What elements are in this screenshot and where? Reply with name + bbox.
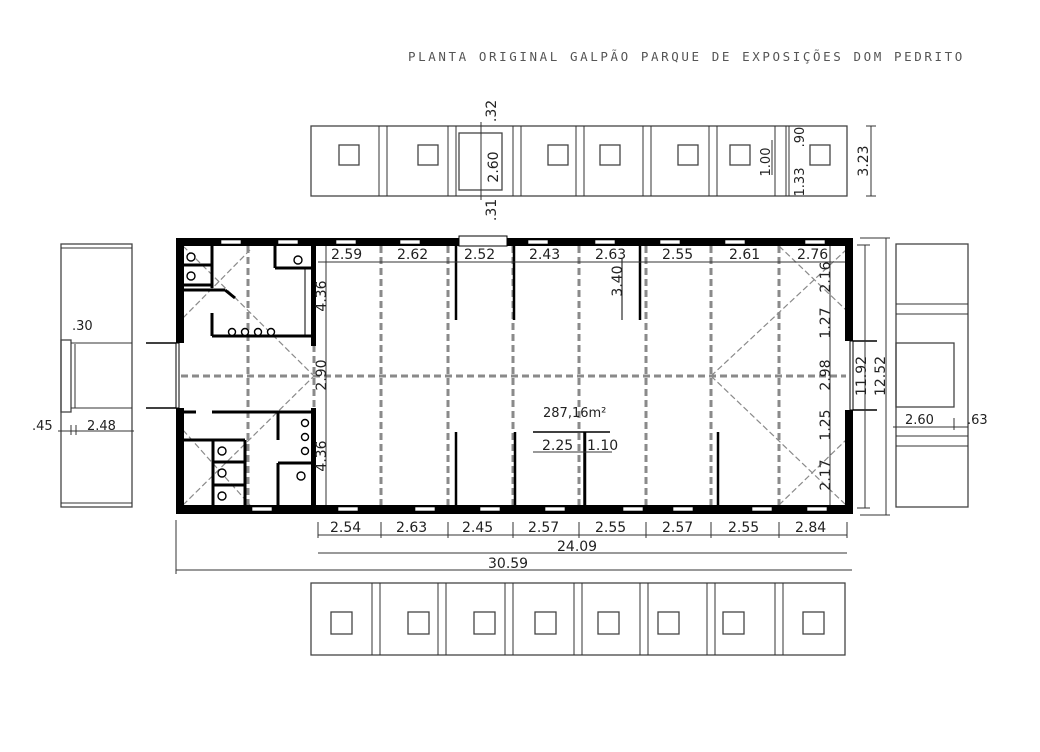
top-dim-1: 2.59 [331, 247, 362, 263]
dim-31: .31 [484, 199, 500, 221]
dim-63: .63 [967, 413, 988, 428]
bottom-dim-8: 2.84 [795, 520, 826, 536]
bottom-dim-5: 2.55 [595, 520, 626, 536]
bottom-dim-3: 2.45 [462, 520, 493, 536]
top-dim-4: 2.43 [529, 247, 560, 263]
dim-1-00: 1.00 [759, 148, 774, 177]
partition-dim: 3.40 [610, 265, 626, 296]
top-dim-8: 2.76 [797, 247, 828, 263]
total-outer-dim: 30.59 [488, 556, 528, 572]
bottom-dim-6: 2.57 [662, 520, 693, 536]
right-dim-1: 2.16 [818, 261, 834, 292]
right-dim-5: 2.17 [818, 459, 834, 490]
bottom-dim-7: 2.55 [728, 520, 759, 536]
area-label: 287,16m² [543, 406, 606, 421]
dim-32: .32 [484, 100, 500, 122]
bottom-elevation [310, 582, 846, 656]
dim-90: .90 [793, 127, 808, 148]
floor-plan: 2.59 2.62 2.52 2.43 2.63 2.55 2.61 2.76 … [175, 235, 890, 574]
dim-2-48: 2.48 [87, 419, 116, 434]
dim-3-23: 3.23 [856, 145, 872, 176]
total-inner-dim: 24.09 [557, 539, 597, 555]
dim-30: .30 [72, 319, 93, 334]
right-dim-2: 1.27 [818, 307, 834, 338]
top-elevation: 2.60 .32 .31 1.00 1.33 .90 3.23 [310, 100, 876, 221]
dim-2-60: 2.60 [486, 151, 502, 182]
center-dim-1: 2.25 [542, 438, 573, 454]
top-dim-2: 2.62 [397, 247, 428, 263]
top-dim-6: 2.55 [662, 247, 693, 263]
bottom-dim-2: 2.63 [396, 520, 427, 536]
right-elevation: 2.60 .63 [893, 243, 988, 508]
top-dim-3: 2.52 [464, 247, 495, 263]
left-dim-1: 4.36 [314, 280, 330, 311]
restroom-block [184, 246, 316, 508]
top-dim-7: 2.61 [729, 247, 760, 263]
dim-45: .45 [32, 419, 53, 434]
drawing-title: PLANTA ORIGINAL GALPÃO PARQUE DE EXPOSIÇ… [408, 49, 965, 64]
left-elevation: .30 .45 2.48 [32, 243, 176, 508]
height-inner-dim: 11.92 [854, 356, 870, 396]
dim-1-33: 1.33 [793, 168, 808, 197]
bottom-dim-1: 2.54 [330, 520, 361, 536]
height-outer-dim: 12.52 [873, 356, 889, 396]
right-dim-3: 2.98 [818, 359, 834, 390]
center-dim-2: 1.10 [587, 438, 618, 454]
right-dim-4: 1.25 [818, 409, 834, 440]
left-dim-3: 4.36 [314, 440, 330, 471]
left-dim-2: 2.90 [314, 359, 330, 390]
bottom-dim-4: 2.57 [528, 520, 559, 536]
dim-2-60-right: 2.60 [905, 413, 934, 428]
top-dim-5: 2.63 [595, 247, 626, 263]
